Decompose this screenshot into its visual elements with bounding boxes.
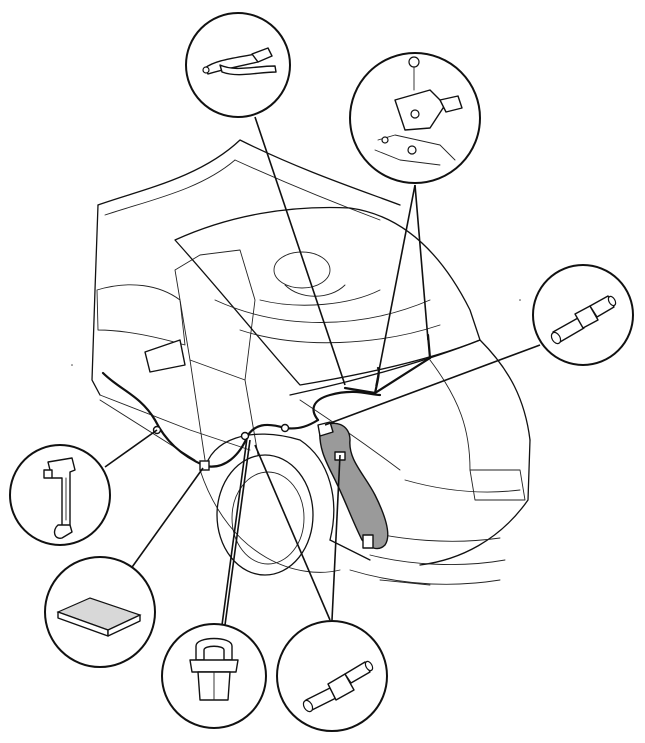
callout-hose-tube — [185, 12, 291, 118]
callout-hose-clamp — [161, 623, 267, 729]
callout-check-valve — [276, 620, 388, 732]
hose-joint-icon — [550, 295, 617, 345]
foam-pad-icon — [56, 597, 142, 637]
washer-hose-tube-icon — [202, 47, 277, 76]
washer-hose-routing — [101, 333, 432, 550]
washer-nozzle-mount-icon — [374, 56, 463, 166]
hose-clip-icon — [43, 457, 76, 539]
hose-clamp-icon — [189, 637, 239, 701]
callout-nozzle-mount — [349, 52, 481, 184]
hose-check-valve-icon — [302, 660, 374, 713]
callout-foam-pad — [44, 556, 156, 668]
car-illustration — [91, 139, 531, 586]
callout-hose-clip — [9, 444, 111, 546]
leader-lines — [104, 116, 541, 626]
callout-hose-joint — [532, 264, 634, 366]
